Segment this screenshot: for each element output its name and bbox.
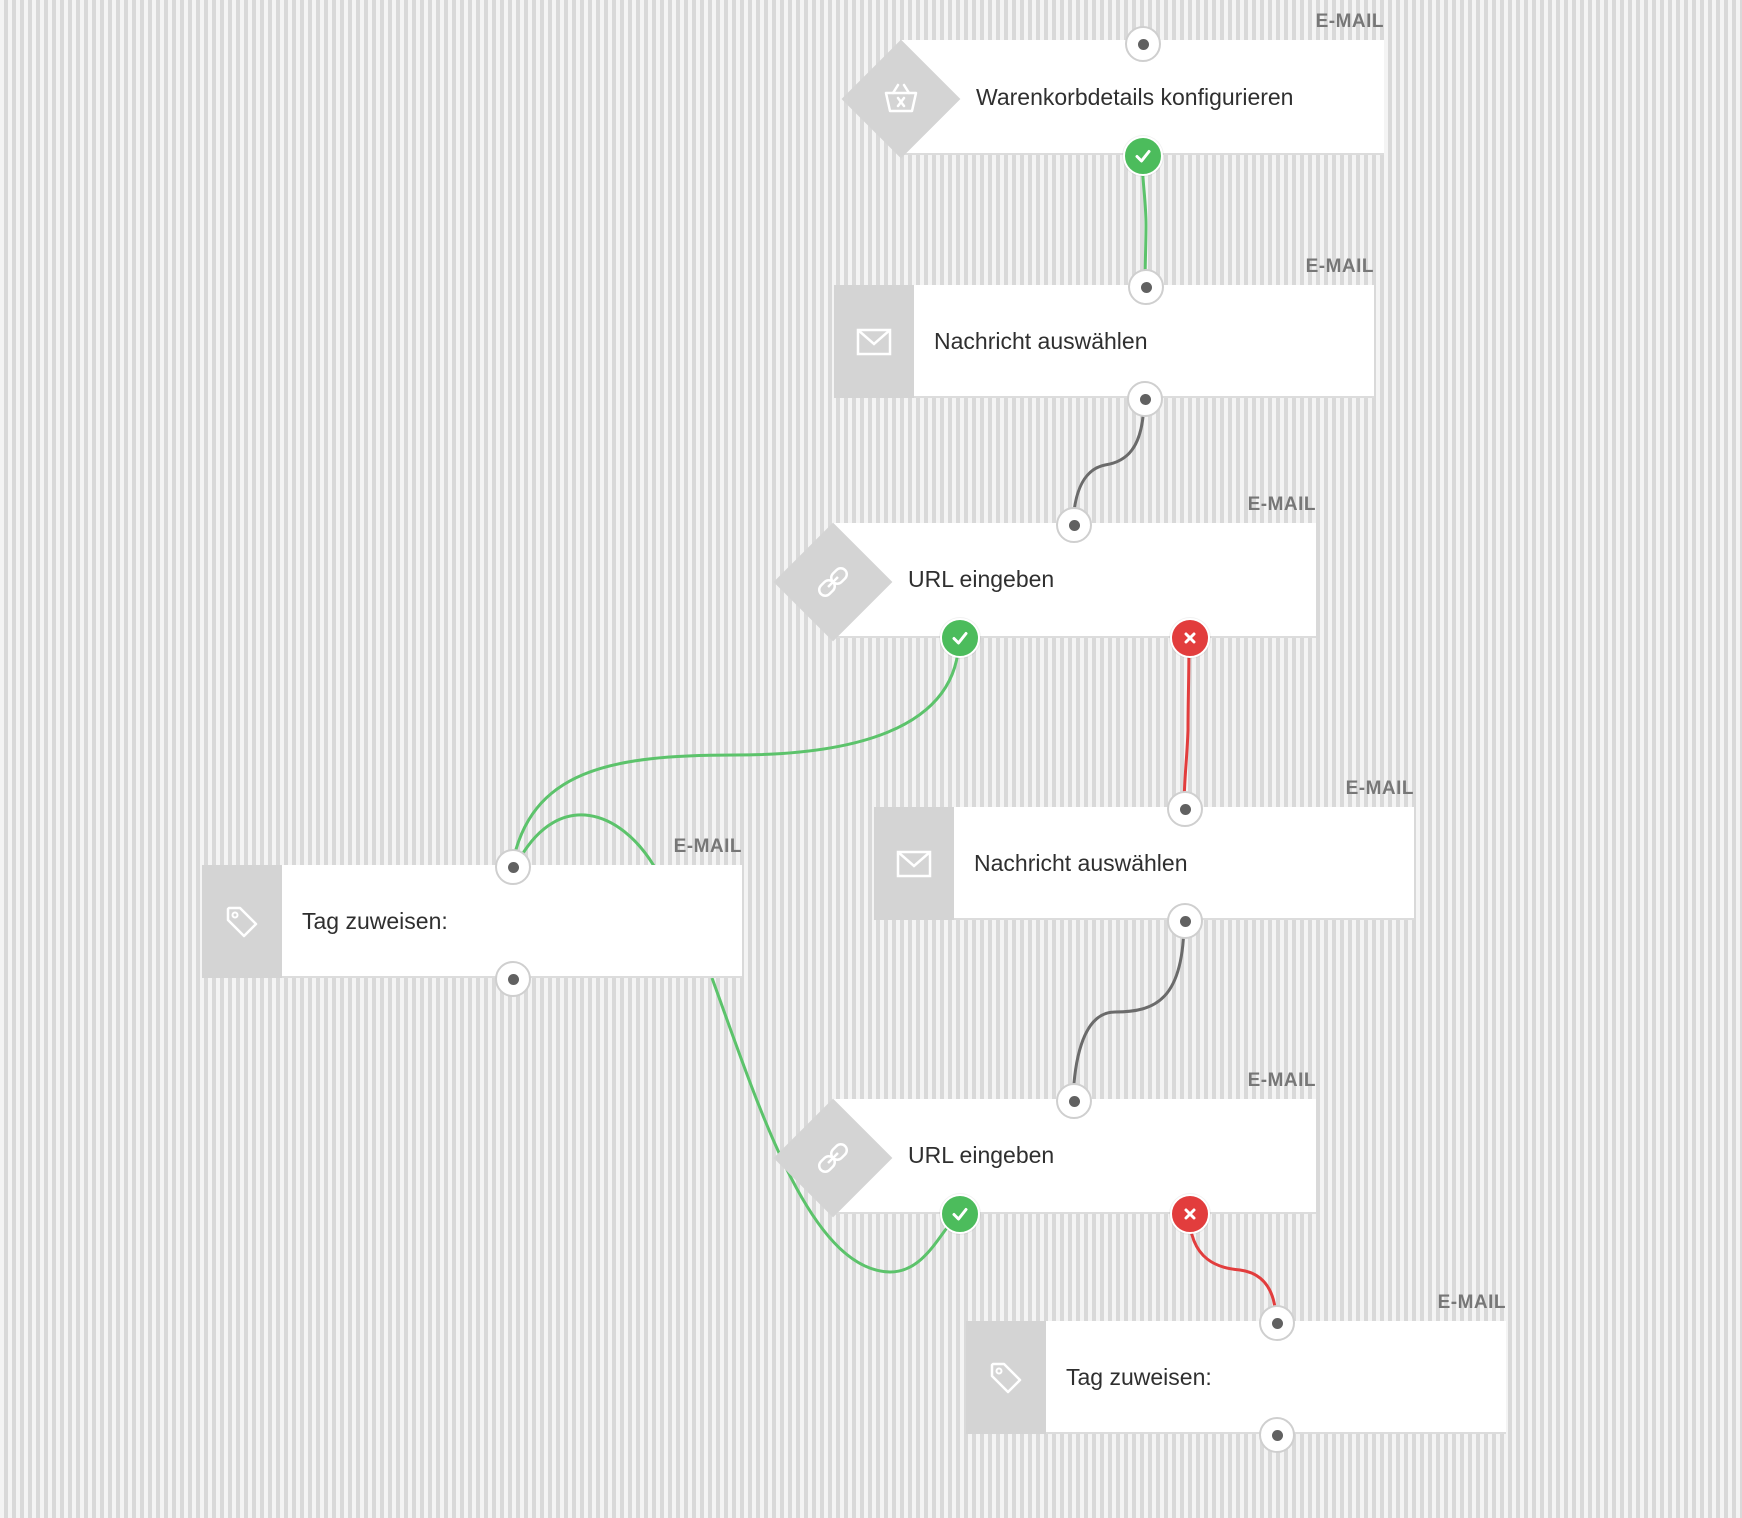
connection-url2-success-tag1[interactable] [518, 813, 656, 867]
node-title: URL eingeben [908, 1142, 1055, 1168]
node-icon-container [966, 1321, 1046, 1434]
link-icon [817, 566, 849, 598]
envelope-icon [856, 328, 892, 355]
node-select-message-2[interactable]: E-MAIL Nachricht auswählen [874, 778, 1414, 920]
node-cart-details[interactable]: E-MAIL Warenkorbdetails konfigurieren [841, 11, 1384, 159]
node-card[interactable] [202, 865, 742, 978]
node-title: URL eingeben [908, 566, 1055, 592]
input-port[interactable] [1125, 26, 1161, 62]
input-port[interactable] [1056, 507, 1092, 543]
channel-label: E-MAIL [673, 836, 742, 857]
connection-url1-success-tag1[interactable] [510, 636, 961, 867]
check-icon [1135, 150, 1151, 163]
input-port[interactable] [1259, 1305, 1295, 1341]
connection-msg2-to-url2[interactable] [1071, 919, 1186, 1101]
output-port[interactable] [1167, 903, 1203, 939]
connection-url1-failure-msg2[interactable] [1182, 636, 1191, 809]
node-icon-container [841, 39, 961, 159]
node-card[interactable] [966, 1321, 1506, 1434]
failure-outcome-button[interactable] [1170, 618, 1210, 658]
check-icon [952, 1208, 968, 1221]
node-icon-container [834, 285, 914, 398]
channel-label: E-MAIL [1345, 778, 1414, 799]
node-assign-tag-1[interactable]: E-MAIL Tag zuweisen: [202, 836, 742, 978]
envelope-icon [896, 850, 932, 877]
node-enter-url-1[interactable]: E-MAIL URL eingeben [773, 494, 1316, 642]
success-outcome-button[interactable] [940, 1194, 980, 1234]
basket-icon [884, 83, 918, 113]
cross-icon [1184, 1208, 1196, 1220]
node-card[interactable] [874, 807, 1414, 920]
output-port[interactable] [495, 961, 531, 997]
input-port[interactable] [1128, 269, 1164, 305]
node-title: Tag zuweisen: [302, 908, 448, 934]
node-title: Warenkorbdetails konfigurieren [976, 84, 1294, 110]
tag-icon [990, 1362, 1022, 1393]
input-port[interactable] [1056, 1083, 1092, 1119]
check-icon [952, 632, 968, 645]
output-port[interactable] [1127, 381, 1163, 417]
channel-label: E-MAIL [1437, 1292, 1506, 1313]
node-title: Tag zuweisen: [1066, 1364, 1212, 1390]
node-icon-container [773, 522, 893, 642]
node-select-message-1[interactable]: E-MAIL Nachricht auswählen [834, 256, 1374, 398]
node-card[interactable] [834, 285, 1374, 398]
node-title: Nachricht auswählen [934, 328, 1148, 354]
failure-outcome-button[interactable] [1170, 1194, 1210, 1234]
success-outcome-button[interactable] [1123, 136, 1163, 176]
node-icon-container [202, 865, 282, 978]
channel-label: E-MAIL [1247, 1070, 1316, 1091]
channel-label: E-MAIL [1305, 256, 1374, 277]
tag-icon [226, 906, 258, 937]
link-icon [817, 1142, 849, 1174]
output-port[interactable] [1259, 1417, 1295, 1453]
cross-icon [1184, 632, 1196, 644]
node-icon-container [874, 807, 954, 920]
input-port[interactable] [1167, 791, 1203, 827]
input-port[interactable] [495, 849, 531, 885]
node-icon-container [773, 1098, 893, 1218]
success-outcome-button[interactable] [940, 618, 980, 658]
node-enter-url-2[interactable]: E-MAIL URL eingeben [773, 1070, 1316, 1218]
connection-msg1-to-url1[interactable] [1071, 397, 1146, 525]
channel-label: E-MAIL [1315, 11, 1384, 32]
channel-label: E-MAIL [1247, 494, 1316, 515]
connection-url2-failure-tag2[interactable] [1187, 1212, 1278, 1323]
node-title: Nachricht auswählen [974, 850, 1188, 876]
connection-tag1-to-url2[interactable] [710, 977, 961, 1274]
node-assign-tag-2[interactable]: E-MAIL Tag zuweisen: [966, 1292, 1506, 1434]
